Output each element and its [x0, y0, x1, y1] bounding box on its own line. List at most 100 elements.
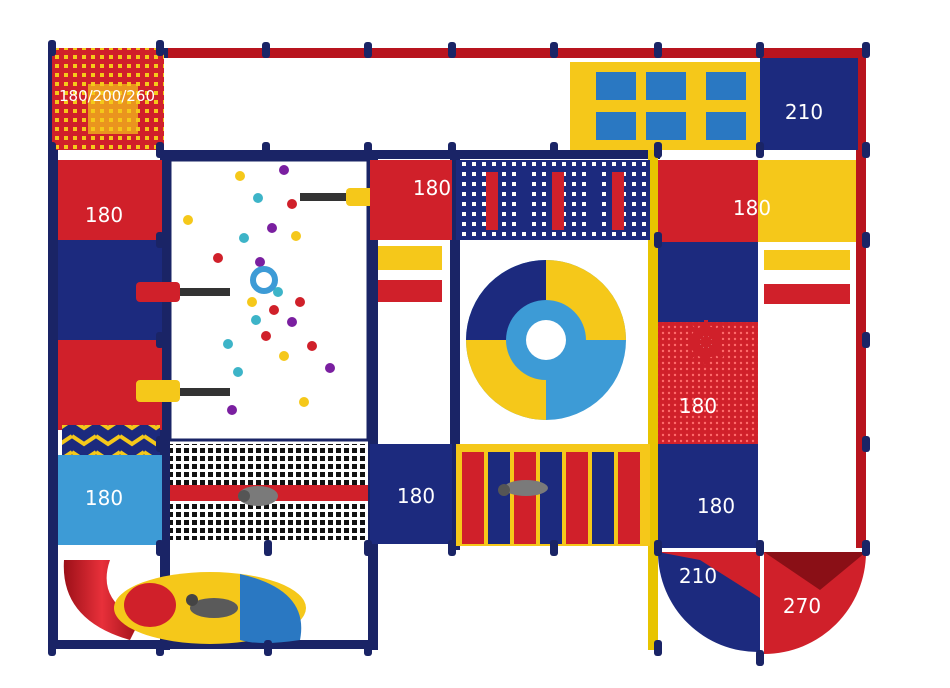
- net-floor-lower[interactable]: [170, 444, 368, 540]
- bolster-bridge[interactable]: [456, 444, 650, 546]
- frame-post: [654, 142, 662, 158]
- deck-right-middle-label: 180: [679, 394, 717, 418]
- frame-post: [862, 42, 870, 58]
- deck-right-middle-blue[interactable]: [658, 242, 758, 322]
- ball: [287, 199, 297, 209]
- ball: [253, 193, 263, 203]
- frame-post: [862, 332, 870, 348]
- deck-right-upper-label: 180: [733, 196, 771, 220]
- climb-wall-top[interactable]: [570, 62, 760, 150]
- tower-top-left[interactable]: 180/200/260: [52, 48, 164, 150]
- frame-post: [448, 42, 456, 58]
- frame-post: [756, 650, 764, 666]
- bottom-left-rail: [48, 640, 378, 649]
- deck-right-lower-label: 180: [697, 494, 735, 518]
- balls: [183, 165, 335, 415]
- ball-cannon-icon[interactable]: [136, 282, 230, 302]
- frame-post: [156, 540, 164, 556]
- deck-center-lower[interactable]: 180: [370, 444, 452, 544]
- child-figure-icon: [186, 594, 238, 618]
- frame-post: [156, 40, 164, 56]
- frame-post: [654, 42, 662, 58]
- frame-post: [654, 640, 662, 656]
- frame-post: [156, 436, 164, 452]
- child-figure-icon: [498, 480, 548, 496]
- ball: [299, 397, 309, 407]
- frame-post: [550, 540, 558, 556]
- quarter-deck-right[interactable]: 270: [764, 552, 866, 654]
- ball-cannon-icon[interactable]: [300, 188, 374, 206]
- deck-center-upper[interactable]: 180: [370, 160, 452, 302]
- ball: [223, 339, 233, 349]
- spider-spinner-icon[interactable]: [684, 320, 728, 364]
- frame-post: [862, 232, 870, 248]
- crawl-tube-icon[interactable]: [466, 260, 626, 420]
- ball: [279, 351, 289, 361]
- quarter-deck-left[interactable]: 210: [658, 552, 760, 653]
- ball: [267, 223, 277, 233]
- ball: [235, 171, 245, 181]
- ball: [227, 405, 237, 415]
- frame-post: [48, 142, 56, 158]
- quarter-deck-right-label: 270: [783, 594, 821, 618]
- ball: [247, 297, 257, 307]
- frame-post: [364, 640, 372, 656]
- frame-post: [156, 142, 164, 158]
- frame-post: [654, 232, 662, 248]
- frame-post: [48, 640, 56, 656]
- frame-post: [654, 540, 662, 556]
- ball: [291, 231, 301, 241]
- ball: [273, 287, 283, 297]
- deck-center-lower-label: 180: [397, 484, 435, 508]
- frame-post: [550, 42, 558, 58]
- ball: [233, 367, 243, 377]
- frame-post: [48, 540, 56, 556]
- frame-post: [448, 540, 456, 556]
- frame-post: [264, 640, 272, 656]
- deck-left-upper[interactable]: [58, 160, 162, 240]
- frame-posts: [48, 40, 870, 666]
- ball: [255, 257, 265, 267]
- ball: [183, 215, 193, 225]
- ball: [307, 341, 317, 351]
- frame-post: [156, 640, 164, 656]
- ring-toy-icon: [250, 266, 278, 294]
- frame-post: [364, 142, 372, 158]
- frame-post: [48, 40, 56, 56]
- frame-post: [364, 540, 372, 556]
- ball: [325, 363, 335, 373]
- deck-top-right[interactable]: 210: [760, 58, 858, 150]
- tube-slide[interactable]: [63, 560, 306, 644]
- net-bridge-top[interactable]: [456, 160, 650, 240]
- frame-post: [156, 232, 164, 248]
- ball: [279, 165, 289, 175]
- frame-post: [756, 540, 764, 556]
- frame-post: [262, 42, 270, 58]
- right-rail: [856, 48, 866, 548]
- deck-top-right-label: 210: [785, 100, 823, 124]
- ball: [251, 315, 261, 325]
- ball-cannon-icon[interactable]: [136, 380, 230, 402]
- frame-post: [862, 540, 870, 556]
- frame-post: [156, 332, 164, 348]
- ball: [239, 233, 249, 243]
- frame-post: [448, 142, 456, 158]
- ramp-chevron: [62, 425, 160, 455]
- deck-right-upper[interactable]: 180: [658, 160, 856, 304]
- deck-right-lower[interactable]: 180: [658, 444, 758, 548]
- frame-post: [48, 436, 56, 452]
- deck-left-lower-label: 180: [85, 486, 123, 510]
- frame-post: [756, 142, 764, 158]
- tower-height-label: 180/200/260: [59, 87, 155, 105]
- frame-post: [364, 42, 372, 58]
- ball: [287, 317, 297, 327]
- top-rail: [48, 48, 866, 58]
- frame-post: [262, 142, 270, 158]
- ball-pool: [168, 158, 370, 442]
- frame-post: [862, 436, 870, 452]
- deck-center-upper-label: 180: [413, 176, 451, 200]
- deck-left-lower[interactable]: [58, 455, 162, 545]
- child-figure-icon: [238, 486, 278, 506]
- deck-left-upper-label: 180: [85, 203, 123, 227]
